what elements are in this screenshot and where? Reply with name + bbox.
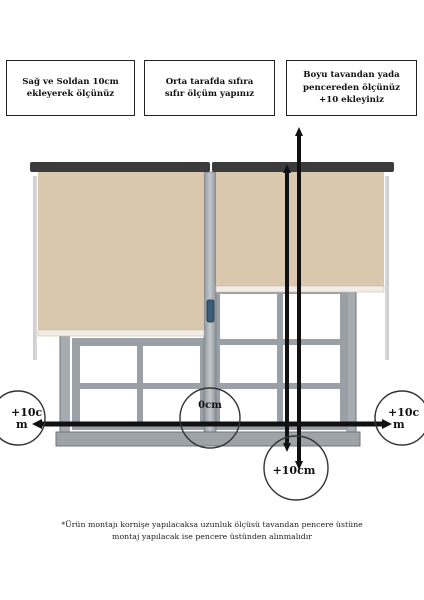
instruction-box-height: Boyu tavandan yada pencereden ölçünüz +1… [286, 60, 417, 116]
center-circle [179, 387, 241, 449]
center-label: 0cm [198, 400, 222, 411]
footnote: *Ürün montajı kornişe yapılacaksa uzunlu… [61, 520, 363, 542]
left-cassette [30, 162, 210, 172]
right-margin-circle [374, 390, 424, 446]
bottom-circle [263, 435, 329, 501]
width-measurement-line [32, 419, 392, 429]
height-measurement-lines [283, 127, 303, 470]
bottom-label: +10cm [273, 464, 316, 477]
instruction-box-center: Orta tarafda sıfıra sıfır ölçüm yapınız [144, 60, 275, 116]
instruction-box-sides: Sağ ve Soldan 10cm ekleyerek ölçünüz [6, 60, 135, 116]
left-roller-blind [33, 172, 205, 360]
right-cassette [212, 162, 394, 172]
left-margin-circle [0, 390, 46, 446]
